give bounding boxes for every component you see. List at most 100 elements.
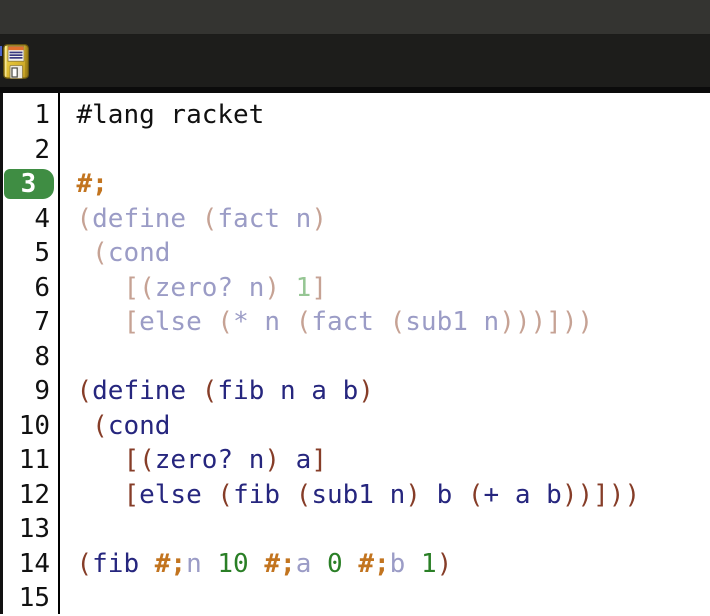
code-token: n [186, 549, 202, 579]
code-token: ) [437, 549, 453, 579]
code-line[interactable]: [(zero? n) 1] [77, 271, 710, 306]
line-number-highlighted[interactable]: 3 [3, 167, 58, 202]
code-token: sub1 n [311, 480, 405, 510]
code-token: ( [468, 480, 484, 510]
code-token: else [139, 480, 217, 510]
code-token: b [421, 480, 468, 510]
code-token [77, 445, 124, 475]
code-token: ( [92, 411, 108, 441]
code-token: b [390, 549, 406, 579]
code-token: #; [155, 549, 186, 579]
line-number-text: 14 [19, 549, 50, 579]
code-token: ( [296, 480, 312, 510]
line-number-text: 2 [34, 135, 50, 165]
code-token: ) [358, 376, 374, 406]
code-token: define [92, 376, 202, 406]
line-number[interactable]: 10 [3, 409, 58, 444]
code-token: ( [92, 238, 108, 268]
code-line[interactable]: (define (fib n a b) [77, 374, 710, 409]
code-token: else [139, 307, 217, 337]
line-number[interactable]: 9 [3, 374, 58, 409]
code-token: ( [202, 204, 218, 234]
code-token: + a b [484, 480, 562, 510]
window-titlebar[interactable] [0, 0, 710, 35]
code-token: fact n [217, 204, 311, 234]
code-token: #; [77, 169, 108, 199]
code-token: a [296, 445, 312, 475]
line-number[interactable]: 15 [3, 581, 58, 616]
code-token: ] [311, 445, 327, 475]
line-number[interactable]: 6 [3, 271, 58, 306]
code-token: 10 [217, 549, 248, 579]
save-button[interactable] [3, 44, 29, 79]
code-line[interactable]: (cond [77, 409, 710, 444]
toolbar [0, 35, 710, 87]
code-token [77, 307, 124, 337]
code-token: cond [108, 238, 171, 268]
line-number[interactable]: 4 [3, 202, 58, 237]
code-token: zero? n [155, 445, 265, 475]
line-number-text: 6 [34, 273, 50, 303]
code-token: #; [358, 549, 389, 579]
line-number-text: 15 [19, 583, 50, 613]
code-line[interactable] [77, 581, 710, 614]
code-token: )))])) [499, 307, 593, 337]
code-area[interactable]: #lang racket#;(define (fact n) (cond [(z… [61, 93, 710, 614]
code-token: ) [264, 273, 280, 303]
code-token: ( [77, 549, 93, 579]
line-number[interactable]: 8 [3, 340, 58, 375]
code-token: ( [217, 480, 233, 510]
code-line[interactable] [77, 133, 710, 168]
code-line[interactable]: [(zero? n) a] [77, 443, 710, 478]
code-line[interactable]: [else (fib (sub1 n) b (+ a b))])) [77, 478, 710, 513]
code-token: a [296, 549, 312, 579]
code-line[interactable] [77, 512, 710, 547]
code-token: sub1 n [405, 307, 499, 337]
line-number-text: 3 [21, 169, 37, 199]
code-token: define [92, 204, 202, 234]
code-token: [( [123, 273, 154, 303]
code-token: ( [390, 307, 406, 337]
line-number-text: 9 [34, 376, 50, 406]
clipped-icon-fragment [0, 46, 2, 56]
code-token [77, 273, 124, 303]
code-token: 1 [421, 549, 437, 579]
code-token: [ [123, 307, 139, 337]
code-token: ( [77, 204, 93, 234]
code-token: ( [296, 307, 312, 337]
code-line[interactable]: (fib #;n 10 #;a 0 #;b 1) [77, 547, 710, 582]
line-number[interactable]: 12 [3, 478, 58, 513]
line-number-text: 5 [34, 238, 50, 268]
code-token: fib [92, 549, 155, 579]
line-number[interactable]: 1 [3, 98, 58, 133]
code-token [405, 549, 421, 579]
code-line[interactable]: [else (* n (fact (sub1 n)))])) [77, 305, 710, 340]
code-token: fib n a b [217, 376, 358, 406]
code-token: 1 [296, 273, 312, 303]
code-token [249, 549, 265, 579]
line-number[interactable]: 13 [3, 512, 58, 547]
code-line[interactable] [77, 340, 710, 375]
line-number[interactable]: 7 [3, 305, 58, 340]
line-number[interactable]: 11 [3, 443, 58, 478]
code-line[interactable]: #; [77, 167, 710, 202]
code-token: 0 [327, 549, 343, 579]
line-number[interactable]: 2 [3, 133, 58, 168]
line-number-text: 12 [19, 480, 50, 510]
line-number-text: 11 [19, 445, 50, 475]
code-token: ) [405, 480, 421, 510]
line-number[interactable]: 14 [3, 547, 58, 582]
code-line[interactable]: (define (fact n) [77, 202, 710, 237]
code-line[interactable]: (cond [77, 236, 710, 271]
floppy-disk-icon [3, 44, 29, 79]
code-token [77, 480, 124, 510]
code-token [311, 549, 327, 579]
line-number-text: 1 [34, 100, 50, 130]
code-line[interactable]: #lang racket [77, 98, 710, 133]
code-token [77, 411, 93, 441]
line-number[interactable]: 5 [3, 236, 58, 271]
code-token: * n [233, 307, 296, 337]
code-token: cond [108, 411, 171, 441]
line-number-text: 4 [34, 204, 50, 234]
